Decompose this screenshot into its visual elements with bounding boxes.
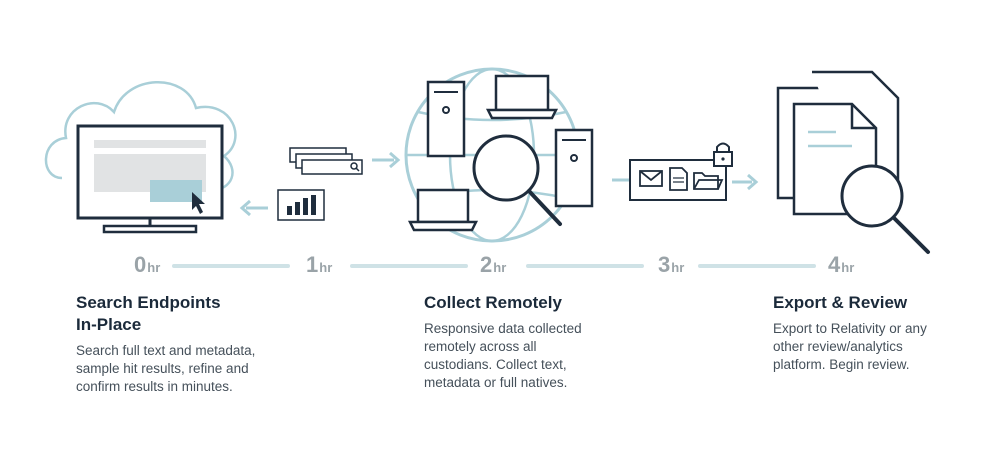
envelope-icon <box>639 170 663 187</box>
timeline-tick-2: 2hr <box>480 252 506 281</box>
timeline-tick-3: 3hr <box>658 252 684 281</box>
server-icon <box>426 80 466 158</box>
timeline-segment <box>526 264 644 268</box>
timeline-tick-4: 4hr <box>828 252 854 281</box>
tick-unit: hr <box>319 260 333 275</box>
step-title: Export & Review <box>773 293 908 312</box>
step-description: Export to Relativity or any other review… <box>773 321 927 372</box>
bar-chart-icon <box>277 189 325 221</box>
timeline-segment <box>172 264 290 268</box>
laptop-icon <box>485 74 559 120</box>
step-description: Search full text and metadata, sample hi… <box>76 343 256 394</box>
timeline-segment <box>698 264 816 268</box>
lock-icon <box>713 142 733 167</box>
tick-value: 2 <box>480 252 493 277</box>
arrow-icon <box>372 151 401 169</box>
search-bar-icon <box>289 147 363 175</box>
magnifier-icon <box>840 164 930 254</box>
timeline-tick-1: 1hr <box>306 252 332 281</box>
tick-value: 3 <box>658 252 671 277</box>
document-icon <box>669 167 688 191</box>
tick-value: 1 <box>306 252 319 277</box>
tick-unit: hr <box>147 260 161 275</box>
step-export: Export & Review Export to Relativity or … <box>773 292 998 374</box>
tick-unit: hr <box>841 260 855 275</box>
server-icon <box>554 128 594 208</box>
step-collect: Collect Remotely Responsive data collect… <box>424 292 649 392</box>
magnifier-icon <box>472 134 562 226</box>
timeline-tick-0: 0hr <box>134 252 160 281</box>
arrow-icon <box>732 173 759 191</box>
laptop-icon <box>407 188 479 232</box>
step-title: Collect Remotely <box>424 293 562 312</box>
step-title: Search Endpoints In-Place <box>76 293 221 334</box>
cursor-icon <box>192 192 205 214</box>
monitor-icon <box>76 124 224 234</box>
tick-value: 4 <box>828 252 841 277</box>
tick-unit: hr <box>671 260 685 275</box>
step-search: Search Endpoints In-Place Search full te… <box>76 292 301 396</box>
cloud-icon <box>44 81 237 192</box>
tick-unit: hr <box>493 260 507 275</box>
folder-icon <box>693 172 724 190</box>
arrow-icon <box>239 199 268 217</box>
timeline-segment <box>350 264 468 268</box>
tick-value: 0 <box>134 252 147 277</box>
step-description: Responsive data collected remotely acros… <box>424 321 582 390</box>
